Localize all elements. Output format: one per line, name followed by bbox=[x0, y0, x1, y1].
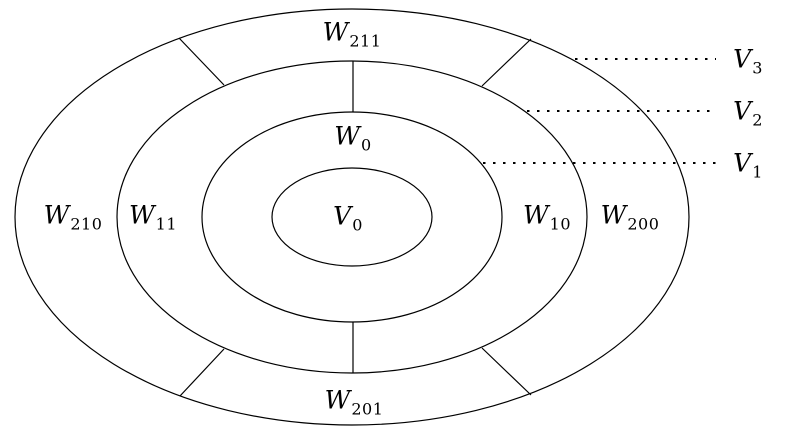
label-w210: W210 bbox=[43, 200, 103, 234]
label-w211: W211 bbox=[322, 17, 382, 51]
label-v1: V1 bbox=[733, 148, 763, 182]
divider-w211-w200 bbox=[481, 38, 532, 87]
label-letter: V bbox=[733, 96, 752, 126]
label-letter: V bbox=[733, 148, 752, 178]
label-letter: W bbox=[128, 200, 155, 230]
ellipse-v2-boundary bbox=[116, 60, 588, 374]
label-v0: V0 bbox=[333, 201, 363, 235]
label-letter: W bbox=[522, 200, 549, 230]
ellipse-v1-boundary bbox=[201, 111, 503, 323]
label-letter: W bbox=[600, 200, 627, 230]
label-w11: W11 bbox=[128, 200, 178, 234]
label-letter: V bbox=[733, 44, 752, 74]
label-v3: V3 bbox=[733, 44, 763, 78]
label-w201: W201 bbox=[324, 385, 384, 419]
label-letter: W bbox=[324, 385, 351, 415]
label-w200: W200 bbox=[600, 200, 660, 234]
divider-w201-w200 bbox=[481, 347, 532, 396]
label-v2: V2 bbox=[733, 96, 763, 130]
label-letter: W bbox=[322, 17, 349, 47]
divider-w210-w201 bbox=[179, 348, 225, 397]
label-w0: W0 bbox=[334, 121, 372, 155]
label-letter: W bbox=[334, 121, 361, 151]
ellipse-v3-boundary bbox=[14, 8, 690, 426]
label-w10: W10 bbox=[522, 200, 572, 234]
label-letter: V bbox=[333, 201, 352, 231]
ellipse-v0-boundary bbox=[271, 167, 433, 267]
divider-w211-w210 bbox=[178, 37, 225, 86]
label-letter: W bbox=[43, 200, 70, 230]
